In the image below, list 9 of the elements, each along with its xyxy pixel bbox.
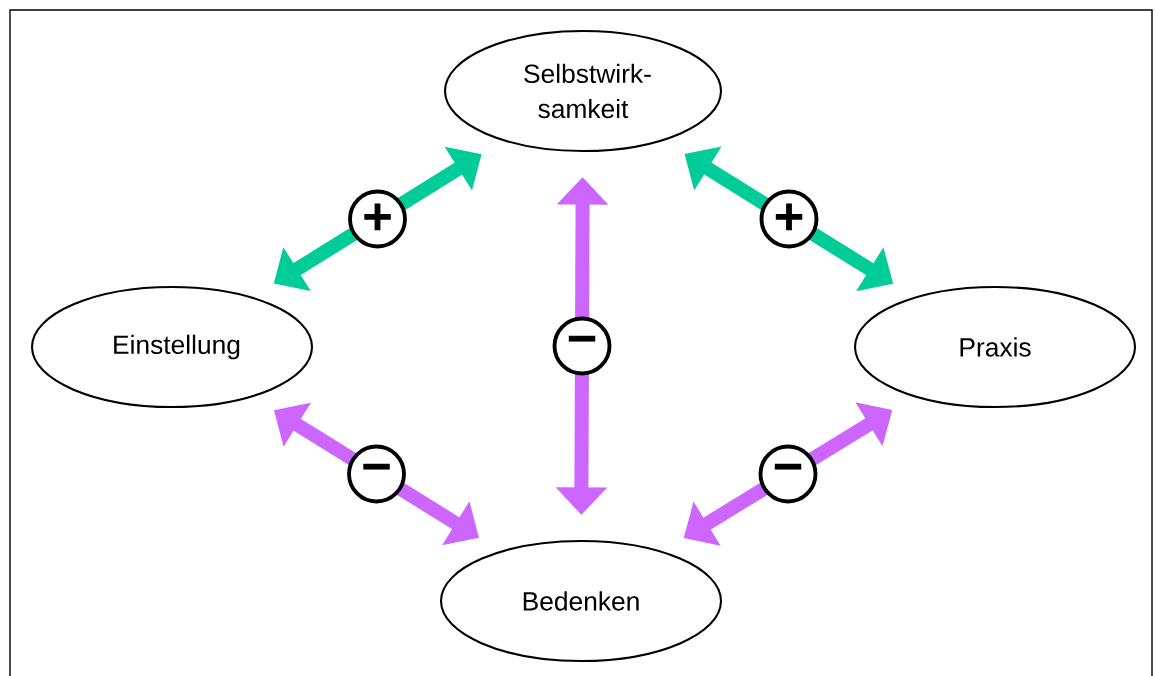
ellipse-node: Einstellung [30, 285, 314, 409]
ellipse-node: Selbstwirk- samkeit [443, 29, 723, 153]
edge-label: + [348, 189, 407, 249]
edge-label: − [552, 316, 612, 376]
edge-label: − [758, 444, 818, 504]
ellipse-node: Praxis [853, 285, 1137, 409]
edge-label: − [347, 444, 406, 504]
ellipse-node: Bedenken [439, 539, 723, 663]
edge-label: + [759, 189, 819, 249]
